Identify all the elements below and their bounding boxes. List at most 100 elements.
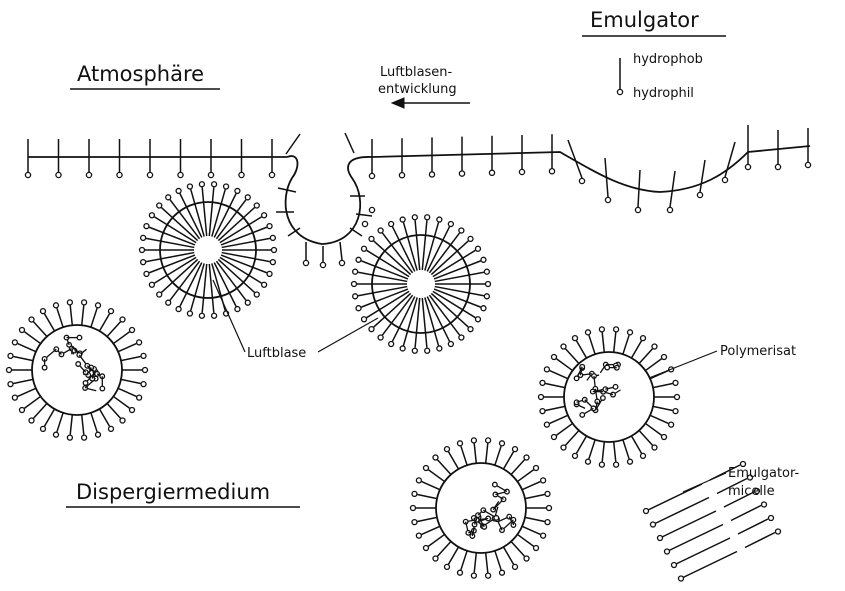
surfactant-head	[389, 341, 394, 346]
polymer-particle-right	[539, 327, 680, 467]
surfactant-tail	[461, 446, 467, 465]
surfactant-tail	[435, 287, 484, 296]
surfactant-head	[459, 228, 464, 233]
label-luftblase: Luftblase	[247, 346, 306, 361]
surfactant-head	[471, 438, 476, 443]
arrow-head	[392, 98, 404, 108]
surfactant-tail	[118, 388, 136, 396]
surfactant-head	[56, 172, 61, 177]
surfactant-head	[667, 207, 672, 212]
surfactant-head	[745, 164, 750, 169]
surfactant-head	[673, 380, 678, 385]
surfactant-head	[25, 172, 30, 177]
surfactant-head	[41, 426, 46, 431]
surfactant-head	[176, 188, 181, 193]
surfactant-head	[539, 395, 544, 400]
surfactant-tail	[653, 383, 673, 387]
surfactant-head	[187, 184, 192, 189]
surfactant-tail	[107, 403, 120, 418]
surfactant-head	[605, 197, 610, 202]
surfactant-head	[541, 533, 546, 538]
surfactant-head	[635, 207, 640, 212]
surfactant-tail	[474, 443, 476, 463]
surfactant-head	[120, 418, 125, 423]
surfactant-tail	[428, 534, 444, 546]
surfactant-head	[267, 271, 272, 276]
surfactant-tail	[504, 547, 514, 564]
surfactant-tail	[495, 551, 501, 570]
surfactant-head	[143, 368, 148, 373]
polymer-chain-unit	[580, 413, 585, 418]
surfactant-head	[652, 344, 657, 349]
surfactant-head	[362, 246, 367, 251]
surfactant-head	[484, 294, 489, 299]
surfactant-tail	[340, 242, 342, 260]
micelle-surfactant-head	[665, 549, 670, 554]
surfactant-tail	[614, 332, 616, 352]
surfactant-tail	[550, 371, 568, 379]
surfactant-tail	[435, 272, 484, 281]
surfactant-head	[599, 462, 604, 467]
surfactant-tail	[286, 134, 300, 154]
surfactant-head	[669, 422, 674, 427]
surfactant-head	[457, 570, 462, 575]
surfactant-tail	[545, 383, 565, 387]
leader-polymerisat	[649, 351, 717, 378]
leader-luftblase-right	[318, 318, 378, 352]
surfactant-tail	[82, 415, 84, 435]
surfactant-head	[614, 327, 619, 332]
surfactant-head	[212, 182, 217, 187]
surfactant-head	[459, 335, 464, 340]
surfactant-head	[544, 422, 549, 427]
surfactant-tail	[650, 415, 668, 423]
surfactant-tail	[495, 446, 501, 465]
surfactant-head	[468, 236, 473, 241]
surfactant-tail	[417, 517, 437, 521]
surfactant-head	[96, 303, 101, 308]
label-dispergiermedium: Dispergiermedium	[76, 480, 270, 504]
surfactant-tail	[222, 238, 270, 247]
surfactant-head	[445, 447, 450, 452]
surfactant-head	[147, 172, 152, 177]
surfactant-head	[157, 203, 162, 208]
surfactant-tail	[149, 255, 195, 273]
surfactant-tail	[511, 541, 524, 556]
surfactant-head	[541, 478, 546, 483]
surfactant-head	[551, 355, 556, 360]
surfactant-head	[378, 228, 383, 233]
surfactant-head	[534, 545, 539, 550]
surfactant-tail	[361, 261, 408, 279]
surfactant-head	[425, 348, 430, 353]
surfactant-tail	[45, 409, 55, 426]
surfactant-head	[524, 556, 529, 561]
surfactant-head	[500, 441, 505, 446]
bubble-pocket-outline	[286, 156, 372, 244]
micelle-surfactant-tail	[648, 484, 702, 510]
surfactant-head	[176, 307, 181, 312]
surfactant-tail	[34, 403, 47, 418]
surfactant-head	[513, 447, 518, 452]
surfactant-head	[429, 172, 434, 177]
surfactant-head	[545, 491, 550, 496]
surfactant-head	[412, 491, 417, 496]
polymer-chain-unit	[601, 396, 606, 401]
polymer-chain-unit	[494, 516, 499, 521]
micelle-surfactant-tail	[662, 511, 716, 537]
surfactant-head	[437, 217, 442, 222]
micelle-surfactant-head	[762, 502, 767, 507]
micelle-surfactant-head	[644, 509, 649, 514]
label-emulgator-micelle-1: Emulgator-	[728, 466, 800, 481]
surfactant-head	[67, 435, 72, 440]
surfactant-head	[805, 162, 810, 167]
surfactant-head	[224, 184, 229, 189]
legend-head	[617, 89, 622, 94]
surfactant-head	[486, 438, 491, 443]
surfactant-head	[369, 236, 374, 241]
surfactant-head	[208, 172, 213, 177]
surfactant-head	[697, 192, 702, 197]
surfactant-tail	[449, 452, 459, 469]
surfactant-tail	[350, 228, 362, 236]
surfactant-head	[82, 435, 87, 440]
surfactant-head	[117, 172, 122, 177]
surfactant-head	[157, 292, 162, 297]
